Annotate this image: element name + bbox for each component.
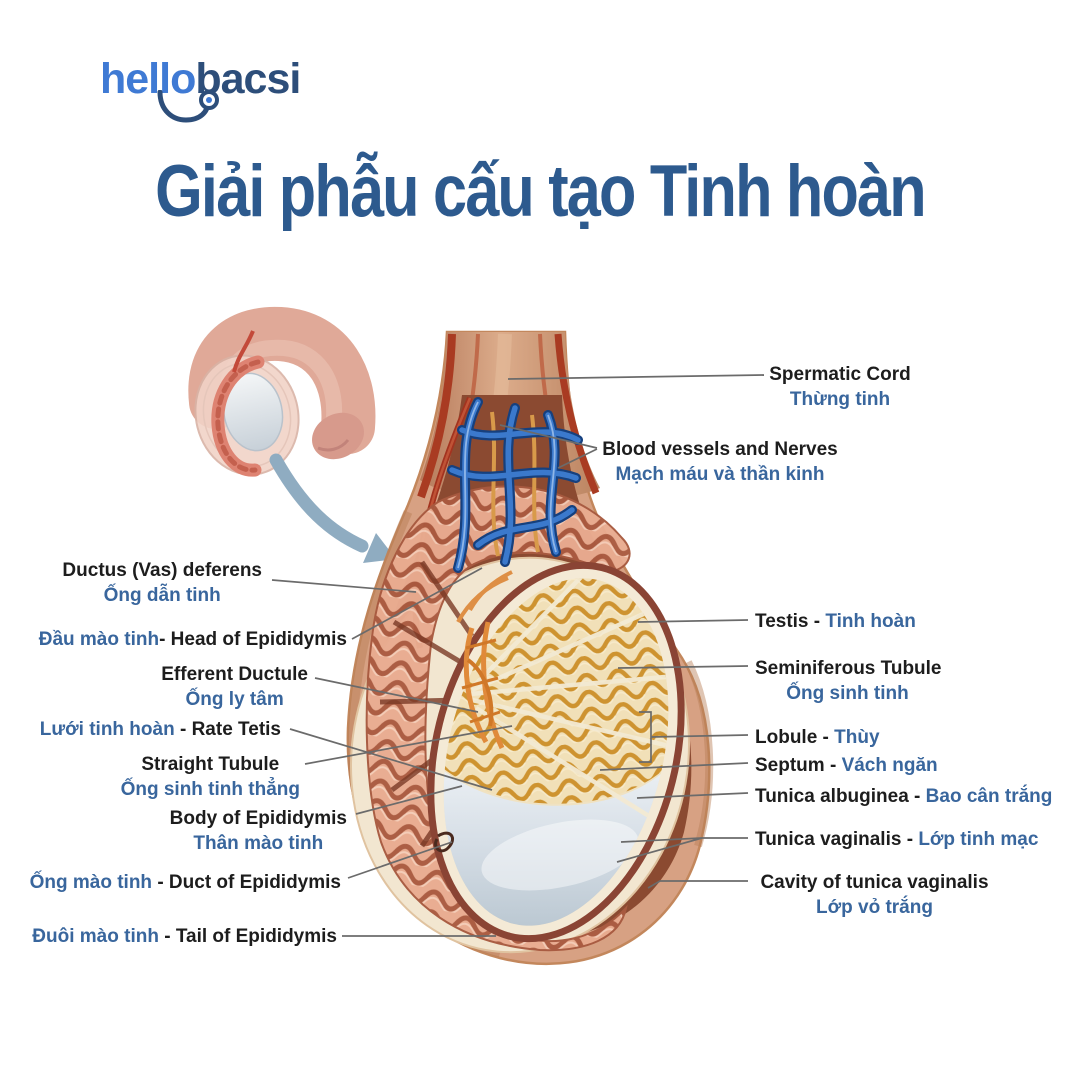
label-en: Cavity of tunica vaginalis <box>760 872 989 893</box>
testicle-section <box>346 330 714 966</box>
line-tunica-vaginalis <box>616 837 748 863</box>
rete-testis <box>456 570 513 750</box>
arrow-icon <box>269 453 396 563</box>
label-vi: Ống dẫn tinh <box>103 585 221 606</box>
label-en: Seminiferous Tubule <box>755 658 942 679</box>
label-vi: Lớp vỏ trắng <box>816 897 933 918</box>
line-head-epididymis <box>351 567 483 640</box>
line-body-epididymis <box>355 785 463 815</box>
line-seminiferous-tubule <box>617 665 749 669</box>
label-straight-tubule: Straight Tubule Ống sinh tinh thẳng <box>121 752 300 802</box>
label-vi: Ống ly tâm <box>185 689 284 710</box>
label-cavity-tunica-vaginalis: Cavity of tunica vaginalis Lớp vỏ trắng <box>752 870 997 920</box>
line-straight-tubule <box>304 725 513 765</box>
label-spermatic-cord: Spermatic Cord Thừng tinh <box>700 362 980 412</box>
line-cavity <box>647 880 748 889</box>
label-vi: Thừng tinh <box>789 389 891 410</box>
label-tail-epididymis: Đuôi mào tinh - Tail of Epididymis <box>32 926 337 947</box>
logo-hello: hello <box>100 55 196 103</box>
line-efferent-ductule <box>314 677 479 713</box>
label-vi: Ống sinh tinh <box>786 683 909 704</box>
line-duct-epididymis <box>347 841 453 879</box>
line-septum <box>599 762 749 771</box>
line-rete-testis <box>289 728 493 791</box>
brand-logo: hellobacsi <box>100 55 301 123</box>
label-duct-epididymis: Ống mào tinh - Duct of Epididymis <box>29 872 341 893</box>
label-vi: Mạch máu và thần kinh <box>615 464 825 485</box>
line-ductus-deferens <box>271 579 417 593</box>
label-body-epididymis: Body of Epididymis Thân mào tinh <box>170 806 347 856</box>
label-lobule: Lobule - Thùy <box>755 727 880 748</box>
line-lobule-bracket <box>639 711 749 763</box>
label-blood-vessels: Blood vessels and Nerves Mạch máu và thầ… <box>560 437 880 487</box>
blood-vessels <box>447 397 583 573</box>
page-title: Giải phẫu cấu tạo Tinh hoàn <box>155 149 927 233</box>
label-rete-testis: Lưới tinh hoàn - Rate Tetis <box>39 719 281 740</box>
stethoscope-icon <box>157 90 219 123</box>
label-en: Efferent Ductule <box>161 664 308 685</box>
label-tunica-vaginalis: Tunica vaginalis - Lớp tinh mạc <box>755 829 1039 850</box>
label-ductus-deferens: Ductus (Vas) deferens Ống dẫn tinh <box>62 558 262 608</box>
line-blood-vessels <box>499 424 598 469</box>
label-en: Spermatic Cord <box>769 364 911 385</box>
label-en: Straight Tubule <box>141 754 280 775</box>
label-vi: Thân mào tinh <box>193 833 324 854</box>
callout-lines <box>271 374 765 937</box>
label-head-epididymis: Đầu mào tinh- Head of Epididymis <box>38 629 347 650</box>
label-en: Body of Epididymis <box>169 808 347 829</box>
label-en: Ductus (Vas) deferens <box>62 560 262 581</box>
inset-external-view <box>188 306 376 477</box>
label-vi: Ống sinh tinh thẳng <box>120 779 300 800</box>
label-tunica-albuginea: Tunica albuginea - Bao cân trắng <box>755 786 1053 807</box>
label-septum: Septum - Vách ngăn <box>755 755 938 776</box>
label-testis: Testis - Tinh hoàn <box>755 611 916 632</box>
label-en: Blood vessels and Nerves <box>602 439 838 460</box>
line-tunica-albuginea <box>636 792 749 799</box>
label-efferent-ductule: Efferent Ductule Ống ly tâm <box>161 662 308 712</box>
line-spermatic-cord <box>507 374 765 380</box>
line-testis <box>637 619 749 623</box>
label-seminiferous-tubule: Seminiferous Tubule Ống sinh tinh <box>755 656 942 706</box>
